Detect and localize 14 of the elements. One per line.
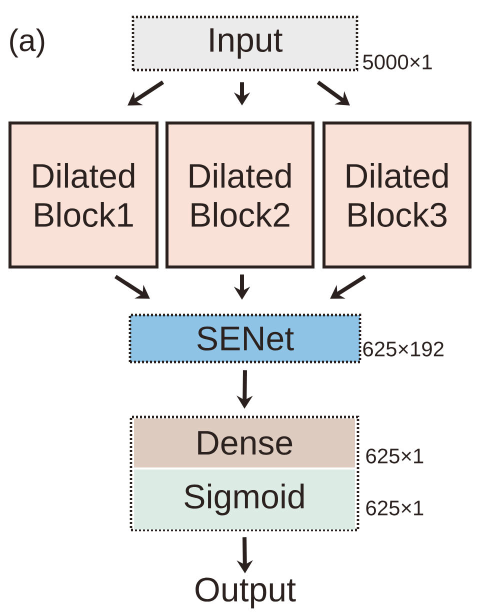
size-label: 625×1 <box>366 500 424 516</box>
sigmoid-layer-box: Sigmoid <box>134 470 355 530</box>
block-box: Dilated Block1 <box>8 122 158 268</box>
output-text: Output <box>196 578 296 608</box>
size-label: 5000×1 <box>363 54 432 70</box>
size-label: 625×1 <box>366 448 424 464</box>
input-box: Input <box>132 16 358 72</box>
block-box: Dilated Block2 <box>166 122 314 268</box>
senet-box: SENet <box>128 314 362 364</box>
dense-layer-box: Dense <box>134 418 355 468</box>
size-label: 625×192 <box>363 342 444 356</box>
group-box <box>130 416 360 532</box>
block-box: Dilated Block3 <box>322 122 472 268</box>
panel-label: (a) <box>10 28 44 58</box>
